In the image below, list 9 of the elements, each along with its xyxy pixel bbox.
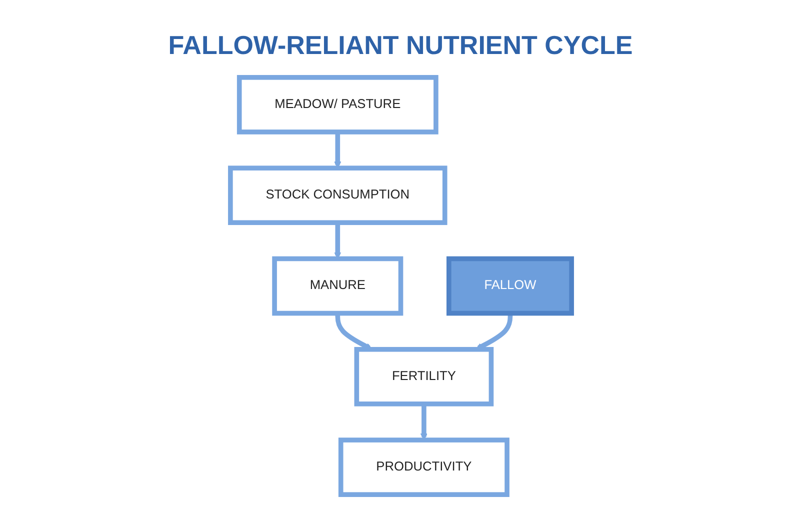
arrow xyxy=(420,404,427,440)
process-box: FALLOW xyxy=(446,256,574,316)
process-box: STOCK CONSUMPTION xyxy=(228,166,447,226)
process-box: MANURE xyxy=(272,256,403,316)
diagram-title: FALLOW-RELIANT NUTRIENT CYCLE xyxy=(167,30,634,61)
process-box: FERTILITY xyxy=(354,346,494,406)
arrow xyxy=(334,132,341,168)
process-box: PRODUCTIVITY xyxy=(338,438,509,497)
process-box: MEADOW/ PASTURE xyxy=(236,75,438,134)
